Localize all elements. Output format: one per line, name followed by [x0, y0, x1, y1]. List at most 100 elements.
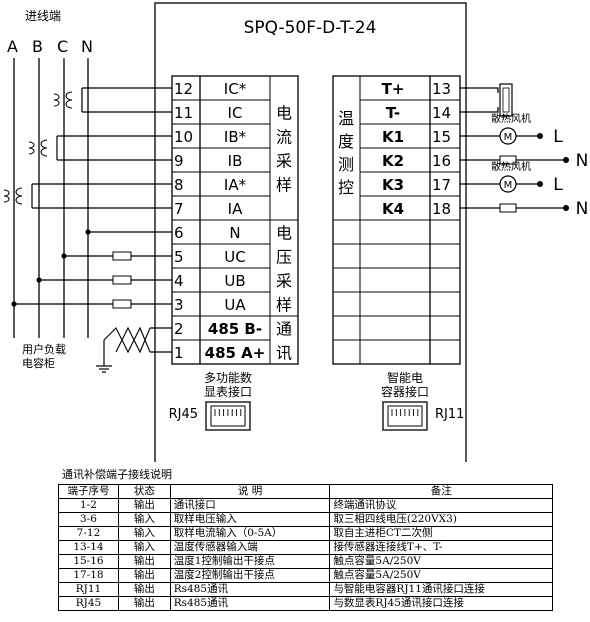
left-terminal-number: 1 [174, 344, 184, 362]
left-terminal-number: 3 [174, 296, 184, 314]
fan-label: 散热风机 [491, 112, 531, 125]
table-header-cell: 备注 [329, 484, 553, 499]
load-label-L: L [553, 127, 563, 147]
table-cell: 接传感器连接线T+、T- [329, 540, 553, 555]
left-group-char: 样 [276, 176, 292, 195]
left-terminal-signal: IA [228, 200, 243, 218]
phase-label: N [81, 37, 93, 56]
fuse [499, 155, 517, 165]
svg-text:M: M [504, 180, 513, 191]
table-cell: 触点容量5A/250V [329, 554, 553, 569]
right-terminal-signal: K2 [382, 152, 404, 170]
fuse [112, 275, 132, 285]
right-terminal-signal: K4 [382, 200, 404, 218]
table-cell: 取样电流输入（0-5A） [169, 526, 331, 541]
table-cell: 输出 [117, 554, 171, 569]
left-terminal-number: 4 [174, 272, 184, 290]
right-terminal-signal: K3 [382, 176, 404, 194]
table-cell: 7-12 [58, 526, 119, 541]
left-terminal-signal: N [229, 224, 240, 242]
table-cell: RJ11 [58, 582, 119, 597]
left-terminal-signal: IC* [224, 80, 247, 98]
rj45-port-caption: 显表接口 [204, 384, 252, 399]
rj11-port-caption: 容器接口 [381, 384, 429, 399]
table-cell: 取样电压输入 [169, 512, 331, 527]
table-cell: 取自主进柜CT二次侧 [329, 526, 553, 541]
rj45-port-name: RJ45 [169, 407, 198, 422]
twisted-pair [103, 326, 151, 354]
fuse [112, 299, 132, 309]
left-terminal-number: 2 [174, 320, 184, 338]
fan-motor [499, 127, 517, 145]
table-cell: 触点容量5A/250V [329, 568, 553, 583]
phase-label: A [7, 37, 18, 56]
fuse [499, 203, 517, 213]
table-cell: 输出 [117, 596, 171, 611]
load-label-N: N [576, 199, 589, 219]
load-label-N: N [576, 151, 589, 171]
phase-label: C [57, 37, 68, 56]
right-terminal-number: 14 [432, 104, 451, 122]
load-label-L: L [553, 175, 563, 195]
left-group-char: 电 [276, 224, 292, 243]
table-cell: 终端通讯协议 [329, 498, 553, 513]
left-terminal-number: 6 [174, 224, 184, 242]
user-cap-label-2: 电容柜 [22, 356, 55, 370]
left-terminal-signal: IB [228, 152, 243, 170]
table-cell: 输入 [117, 540, 171, 555]
table-cell: 通讯接口 [169, 498, 331, 513]
table-cell: 温度1控制输出干接点 [169, 554, 331, 569]
table-cell: 3-6 [58, 512, 119, 527]
left-group-char: 样 [276, 296, 292, 315]
right-terminal-number: 15 [432, 128, 451, 146]
left-terminal-number: 5 [174, 248, 184, 266]
right-terminal-number: 16 [432, 152, 451, 170]
right-terminal-signal: T- [386, 104, 400, 122]
left-group-char: 采 [276, 272, 292, 291]
right-group-char: 测 [338, 155, 354, 174]
left-group-char: 流 [276, 128, 292, 147]
table-cell: 1-2 [58, 498, 119, 513]
left-group-char: 电 [276, 104, 292, 123]
right-terminal-number: 18 [432, 200, 451, 218]
table-cell: RJ45 [58, 596, 119, 611]
rj11-port-name: RJ11 [435, 407, 464, 422]
incoming-label: 进线端 [25, 9, 61, 23]
table-header-row: 端子序号状态说 明备注 [58, 484, 553, 499]
table-cell: 输出 [117, 568, 171, 583]
ct-coil [15, 187, 23, 205]
left-terminal-number: 9 [174, 152, 184, 170]
left-terminal-signal: UB [224, 272, 245, 290]
left-group-char: 压 [276, 248, 292, 267]
left-terminal-number: 10 [174, 128, 193, 146]
user-cap-label-1: 用户负载 [22, 342, 66, 356]
phase-label: B [32, 37, 43, 56]
fan-label: 散热风机 [491, 160, 531, 173]
table-header-cell: 说 明 [169, 484, 331, 499]
left-terminal-signal: IA* [224, 176, 247, 194]
device-frame [154, 2, 467, 462]
table-cell: 温度传感器输入端 [169, 540, 331, 555]
ct-coil [65, 91, 73, 109]
table-cell: 与数显表RJ45通讯接口连接 [329, 596, 553, 611]
table-cell: 输出 [117, 582, 171, 597]
table-title: 通讯补偿端子接线说明 [62, 468, 172, 481]
right-terminal-number: 17 [432, 176, 451, 194]
table-cell: 输出 [117, 498, 171, 513]
ct-coil [40, 139, 48, 157]
temperature-sensor [499, 83, 513, 117]
left-terminal-signal: 485 A+ [205, 344, 266, 362]
table-header-cell: 状态 [117, 484, 171, 499]
table-cell: 17-18 [58, 568, 119, 583]
left-group-char: 采 [276, 152, 292, 171]
left-terminal-number: 8 [174, 176, 184, 194]
